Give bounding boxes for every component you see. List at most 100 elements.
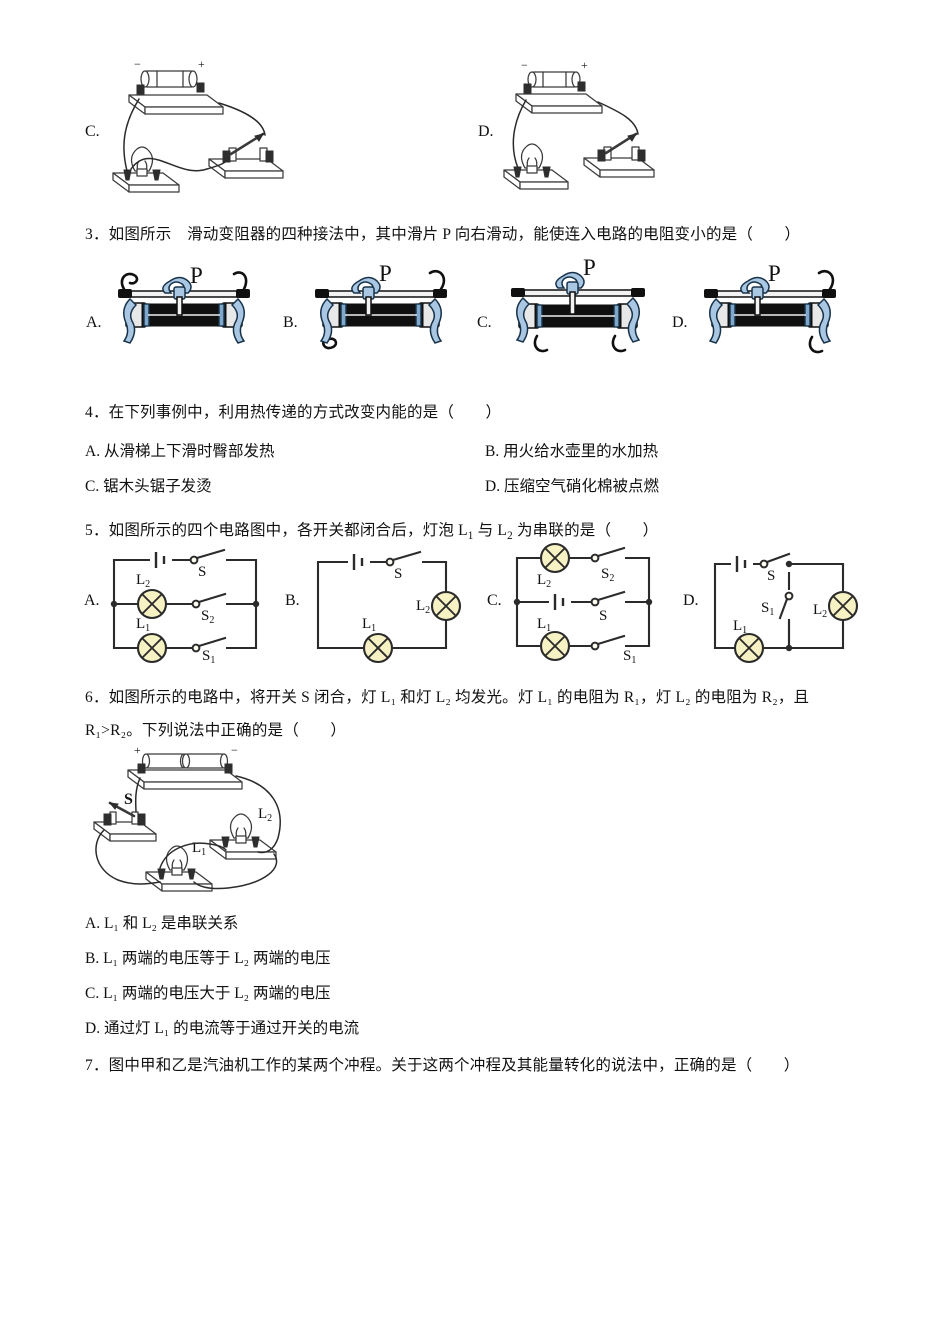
lamp-l2-c (539, 542, 571, 574)
svg-text:−: − (521, 58, 528, 72)
battery-b (348, 552, 370, 572)
lamp-l2-b (430, 590, 462, 622)
q4-option-a: A. 从滑梯上下滑时臀部发热 (85, 440, 274, 464)
q6-option-a-text: L₁ 和 L₂ 是串联关系 (103, 915, 239, 932)
switch-s2-a (191, 592, 227, 612)
q6-option-a: A. L₁ 和 L₂ 是串联关系 (85, 912, 238, 936)
lamp-l2-c-label: L2 (537, 572, 551, 590)
question-6-stem-line2: R₁>R₂。下列说法中正确的是（ ） (85, 722, 347, 739)
q4-option-d-text: 压缩空气硝化棉被点燃 (503, 478, 659, 495)
q3-option-b-label: B. (283, 314, 298, 331)
q4-option-b-text: 用火给水壶里的水加热 (503, 443, 659, 460)
lamp-base-d (503, 143, 569, 190)
schematic-d: S S1 L2 L1 (705, 552, 860, 664)
q5-stem-part-a: 5．如图所示的四个电路图中，各开关都闭合后，灯泡 L (85, 522, 468, 539)
lamp-l1-d-label: L1 (733, 618, 747, 636)
lamp-l2-d (827, 590, 859, 622)
q6-option-d-label: D. (85, 1020, 101, 1037)
slider-p-b (351, 276, 381, 316)
slider-label-d: P (768, 261, 781, 286)
svg-text:+: + (198, 57, 205, 71)
knife-switch-c (208, 132, 284, 179)
battery-a (150, 550, 172, 570)
q6-option-c-label: C. (85, 985, 100, 1002)
rheostat-d: P (690, 261, 850, 354)
slider-label-c: P (583, 255, 596, 280)
svg-text:−: − (134, 57, 141, 71)
lamp-l2-a-label: L2 (136, 572, 150, 590)
q6-option-a-label: A. (85, 915, 101, 932)
top-option-d-label: D. (478, 123, 494, 140)
q5-stem-part-b: 与 L (473, 522, 508, 539)
q5-option-b-label: B. (285, 592, 300, 609)
q5-option-a-label: A. (84, 592, 100, 609)
q4-option-c: C. 锯木头锯子发烫 (85, 475, 212, 499)
q4-option-a-text: 从滑梯上下滑时臀部发热 (103, 443, 275, 460)
wire-battery-left-to-switch (134, 777, 141, 813)
switch-s1-c-label: S1 (623, 648, 636, 666)
q6-option-b-label: B. (85, 950, 100, 967)
wire-battery-to-switch-d (597, 101, 639, 135)
switch-s2-c-label: S2 (601, 566, 614, 584)
wire-battery-to-lamp-d (512, 99, 527, 169)
svg-text:+: + (581, 58, 588, 72)
lamp-l1-c (539, 630, 571, 662)
slider-label-a: P (190, 263, 203, 288)
lamp-l1-d (733, 632, 765, 664)
q3-option-a-label: A. (86, 314, 102, 331)
slider-p-c (555, 271, 585, 315)
q6-option-c: C. L₁ 两端的电压大于 L₂ 两端的电压 (85, 982, 330, 1006)
q3-option-d-label: D. (672, 314, 688, 331)
wire-battery-right-to-l2 (235, 775, 281, 854)
slider-label-b: P (379, 261, 392, 286)
wire-battery-to-lamp (123, 98, 140, 172)
switch-s-a-label: S (198, 564, 206, 580)
slider-p-d (740, 276, 770, 316)
q6-option-c-text: L₁ 两端的电压大于 L₂ 两端的电压 (103, 985, 331, 1002)
q5-option-c-label: C. (487, 592, 502, 609)
q6-option-b: B. L₁ 两端的电压等于 L₂ 两端的电压 (85, 947, 330, 971)
lamp-l1-b-label: L1 (362, 616, 376, 634)
q3-option-c-label: C. (477, 314, 492, 331)
wire-switch-to-l1 (95, 829, 161, 885)
q5-stem-sub2: 2 (507, 530, 513, 543)
switch-s1-c (590, 634, 626, 654)
switch-s-d-label: S (767, 568, 775, 584)
lamp-l1-a-label: L1 (136, 616, 150, 634)
q5-stem-sub1: 1 (467, 530, 474, 543)
schematic-a: S L2 S2 L1 (106, 548, 271, 666)
q6-option-b-text: L₁ 两端的电压等于 L₂ 两端的电压 (103, 950, 331, 967)
switch-s-b (385, 550, 422, 570)
slider-p-a (162, 276, 192, 316)
lamp-base-c (112, 146, 180, 193)
top-option-c-label: C. (85, 123, 100, 140)
q6-option-d: D. 通过灯 L₁ 的电流等于通过开关的电流 (85, 1017, 359, 1041)
pictorial-circuit-d: − + (498, 58, 658, 198)
pictorial-circuit-q6: + − S (88, 743, 318, 897)
switch-s1-a (191, 636, 227, 656)
knife-switch-q6 (93, 801, 157, 842)
rheostat-c: P (495, 255, 660, 354)
svg-text:+: + (134, 743, 141, 757)
wire-lamp-to-switch (130, 157, 230, 172)
lamp-l2-a (136, 588, 168, 620)
schematic-b: S L2 L1 (308, 550, 462, 664)
q4-option-d: D. 压缩空气硝化棉被点燃 (485, 475, 659, 499)
battery-holder-d: − + (515, 58, 603, 114)
wire-battery-to-switch (218, 102, 266, 136)
switch-s-c (590, 590, 626, 610)
rheostat-b: P (301, 261, 461, 353)
lamp-l1-c-label: L1 (537, 616, 551, 634)
switch-s2-c (590, 546, 626, 566)
switch-s1-d-label: S1 (761, 600, 774, 618)
wire-l2-to-l1-return (193, 853, 278, 890)
schematic-c: L2 S2 S (509, 542, 664, 666)
switch-s-d (759, 552, 791, 572)
knife-switch-d (583, 132, 655, 178)
battery-holder-q6: + − (127, 743, 243, 790)
rheostat-a: P (104, 263, 264, 353)
question-5-stem: 5．如图所示的四个电路图中，各开关都闭合后，灯泡 L1 与 L2 为串联的是（ … (85, 518, 658, 549)
switch-s-c-label: S (599, 608, 607, 624)
switch-s-q6-label: S (124, 791, 133, 808)
